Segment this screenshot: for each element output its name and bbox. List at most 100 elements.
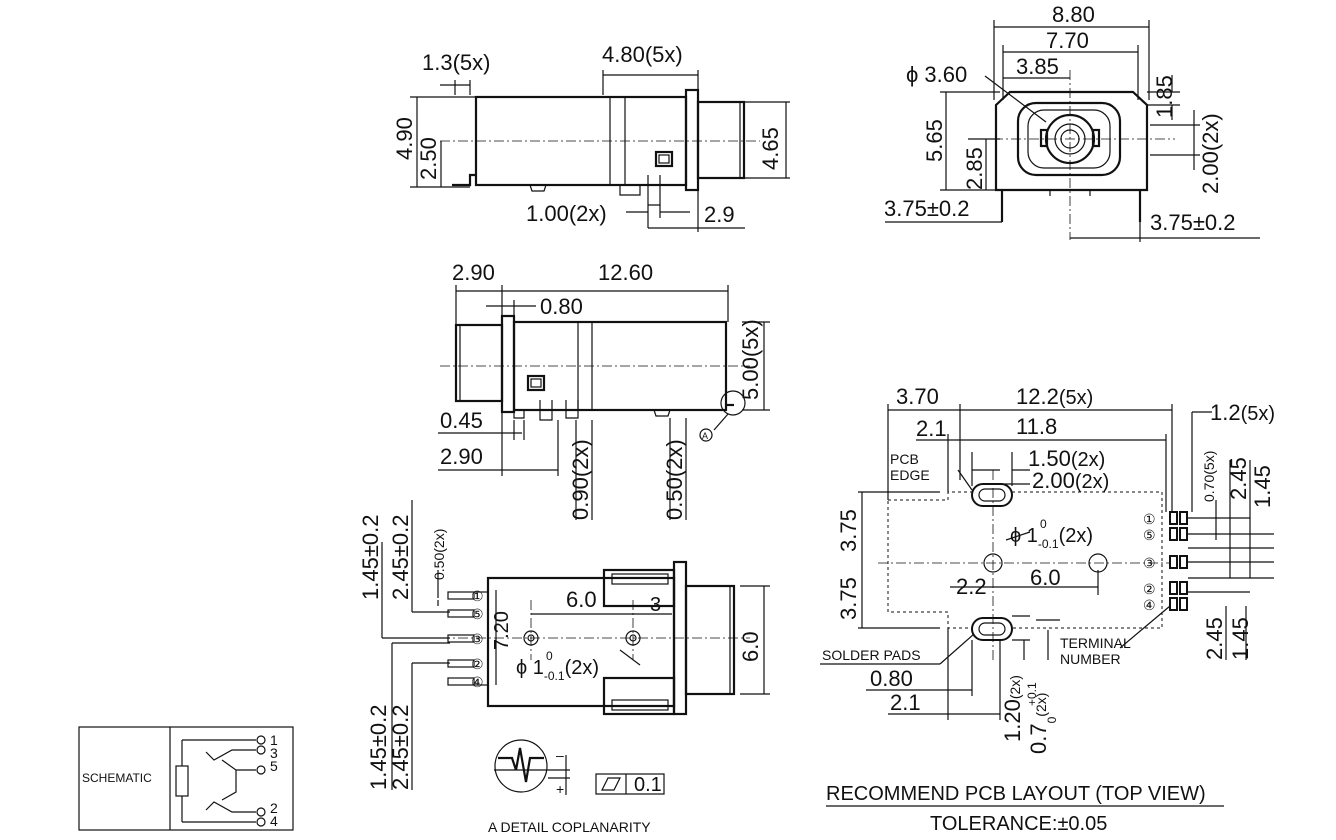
- dim-slot-setback: 0.80: [870, 666, 913, 691]
- pcb-pin-3: ③: [1143, 555, 1156, 571]
- top-pin-1: ①: [471, 588, 484, 604]
- dim-total-height: 4.90: [392, 117, 417, 160]
- top-hole-prefix: ϕ 1: [516, 657, 544, 679]
- dim-slot-outer: 1.20(2x): [1000, 675, 1025, 742]
- terminal-number-label-1: TERMINAL: [1060, 635, 1131, 651]
- dim-pin-width: 1.3(5x): [422, 50, 490, 75]
- dim-slot-outer-value: 1.20: [1000, 699, 1025, 742]
- pcb-pin-4: ④: [1143, 597, 1156, 613]
- dim-hole-from-edge: 2.2: [956, 574, 987, 599]
- dim-jack-diameter: ϕ 3.60: [906, 62, 967, 87]
- bottom-side-view: A 2.90 12.60 0.80 5.00(5x) 0.45 2.90 0.9…: [438, 260, 770, 520]
- pcb-slot-top: [971, 483, 1013, 507]
- dim-pcb-slot-offset: 2.1: [916, 416, 947, 441]
- dim-front-half-width: 3.85: [1016, 54, 1059, 79]
- dim-pad-pitch-upper-b: 1.45: [1250, 465, 1275, 508]
- dim-pad-width: 0.70(5x): [1201, 451, 1217, 502]
- pcb-layout: ① ⑤ ③ ② ④: [820, 384, 1275, 835]
- side-view: 1.3(5x) 4.80(5x) 4.90 2.50 4.65 1.00(2x)…: [392, 42, 790, 232]
- pcb-slot-bottom: [971, 617, 1013, 641]
- dim-pcb-hole-pitch: 6.0: [1030, 565, 1061, 590]
- dim-front-height: 5.65: [922, 119, 947, 162]
- top-pin-2: ②: [471, 656, 484, 672]
- top-hole-suffix: (2x): [565, 657, 599, 679]
- dim-flange-thickness: 0.80: [540, 294, 583, 319]
- dim-center-height: 2.50: [416, 137, 441, 180]
- dim-right-peg: 3.75±0.2: [1150, 210, 1235, 235]
- front-view: 8.80 7.70 3.85 ϕ 3.60 1.85 5.65 2.85 2.0…: [884, 2, 1260, 242]
- pcb-hole-suffix: (2x): [1059, 525, 1093, 547]
- dim-nose-height: 4.65: [758, 127, 783, 170]
- detail-plus: +: [556, 781, 564, 797]
- pcb-pin-1: ①: [1143, 511, 1156, 527]
- schematic-pin-5: 5: [270, 758, 278, 774]
- dim-pad-length: 1.2(5x): [1210, 400, 1275, 425]
- pcb-hole-tol-lower: -0.1: [1038, 537, 1059, 551]
- schematic-pin-1: 1: [270, 732, 278, 748]
- dim-pin-span: 7.20: [491, 611, 513, 650]
- dim-pin-height: 5.00(5x): [738, 319, 763, 400]
- flatness-value: 0.1: [634, 774, 662, 796]
- tolerance-note: TOLERANCE:±0.05: [930, 813, 1107, 835]
- top-pin-4: ④: [471, 674, 484, 690]
- dim-pin-thickness: 2.00(2x): [1198, 113, 1223, 194]
- dim-pcb-length-value: 12.2: [1016, 384, 1059, 409]
- dim-pad-pitch-upper-a: 2.45: [1226, 457, 1251, 500]
- dim-left-peg: 3.75±0.2: [884, 196, 969, 221]
- side-flange: [684, 88, 700, 192]
- dim-slot-length: 2.00(2x): [1032, 468, 1109, 493]
- dim-bump-height: 0.50(2x): [662, 439, 687, 520]
- top-view: ① ⑤ ③ ② ④ 1.45±0.2 2.45±0.2 0.50(2x) 6.0: [358, 500, 770, 790]
- solder-pads-label: SOLDER PADS: [822, 647, 921, 663]
- dim-slot-width-value: 1.50: [1028, 446, 1071, 471]
- dim-pcb-lower-half: 3.75: [836, 577, 861, 620]
- dim-pin-pitch: 4.80(5x): [602, 42, 683, 67]
- dim-slot-length-suffix: (2x): [1075, 471, 1109, 493]
- schematic: SCHEMATIC 1 3 5 2 4: [78, 726, 294, 831]
- top-hole-tol-upper: 0: [546, 649, 553, 663]
- dim-nose-width: 6.0: [738, 631, 763, 662]
- dim-peg-offset: 2.9: [704, 202, 735, 227]
- dim-pad-length-suffix: (5x): [1241, 403, 1275, 425]
- dim-top-pin-3-4: 2.45±0.2: [388, 705, 413, 790]
- pcb-pin-2: ②: [1143, 581, 1156, 597]
- dim-top-offset: 1.85: [1152, 75, 1177, 118]
- dim-pad-length-value: 1.2: [1210, 400, 1241, 425]
- dim-slot-inner-tol-upper: +0.1: [1025, 682, 1039, 706]
- dim-peg-distance: 2.90: [440, 444, 483, 469]
- dim-peg-setback: 0.45: [440, 408, 483, 433]
- schematic-pin-4: 4: [270, 813, 278, 829]
- pcb-hole-prefix: ϕ 1: [1010, 525, 1038, 547]
- detail-a-marker: A: [702, 431, 708, 441]
- top-hole-tol-lower: -0.1: [544, 669, 565, 683]
- dim-body-length: 12.60: [598, 260, 653, 285]
- dim-nose-length: 2.90: [452, 260, 495, 285]
- dim-top-pin-width: 0.50(2x): [431, 529, 447, 580]
- dim-pcb-length: 12.2(5x): [1016, 384, 1093, 409]
- dim-slot-width: 1.50(2x): [1028, 446, 1105, 471]
- pcb-edge-label-2: EDGE: [890, 467, 930, 483]
- top-pin-5: ⑤: [471, 606, 484, 622]
- pcb-edge-label-1: PCB: [890, 451, 919, 467]
- dim-slot-inner-suffix: (2x): [1033, 693, 1049, 717]
- dim-pad-pitch-lower-a: 2.45: [1202, 617, 1227, 660]
- schematic-pin-3: 3: [270, 745, 278, 761]
- schematic-pin-2: 2: [270, 800, 278, 816]
- dim-pcb-upper-half: 3.75: [836, 509, 861, 552]
- dim-peg-height: 0.90(2x): [568, 439, 593, 520]
- side-nose: [696, 100, 746, 180]
- dim-slot-width-suffix: (2x): [1071, 449, 1105, 471]
- top-pin-3: ③: [471, 631, 484, 647]
- dim-slot-edge: 2.1: [890, 690, 921, 715]
- dim-pad-pitch-lower-b: 1.45: [1228, 617, 1253, 660]
- dim-slot-outer-suffix: (2x): [1007, 675, 1023, 699]
- dim-pcb-body: 11.8: [1016, 414, 1057, 439]
- dim-center-height-front: 2.85: [962, 147, 987, 190]
- dim-peg-width: 1.00(2x): [526, 201, 607, 226]
- dim-top-pin-3-1: 2.45±0.2: [388, 515, 413, 600]
- schematic-label: SCHEMATIC: [82, 771, 152, 785]
- dim-slot-inner-tol-lower: 0: [1045, 716, 1059, 723]
- dim-hole-to-flange: 3: [650, 594, 661, 616]
- pcb-hole-tol-upper: 0: [1040, 517, 1047, 531]
